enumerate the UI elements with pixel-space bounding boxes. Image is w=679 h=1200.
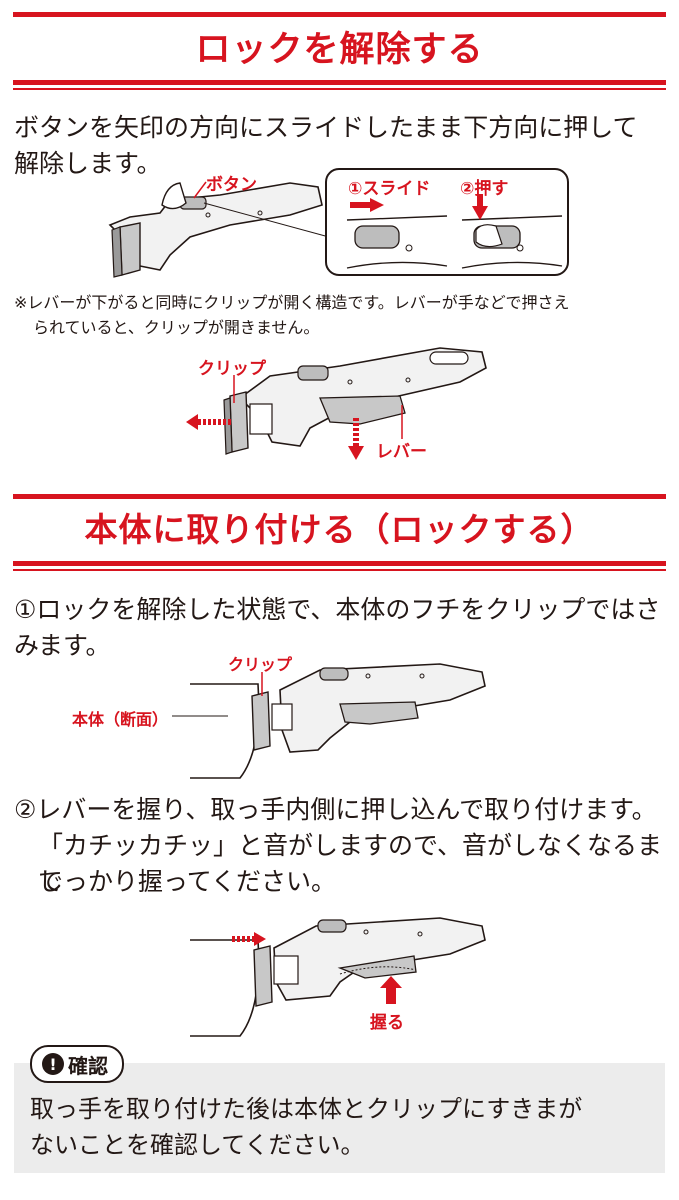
- label-clip-section2: クリップ: [228, 655, 293, 674]
- section2-bottom-rule-thick: [13, 561, 666, 566]
- clip2-pointer-line: [261, 672, 263, 696]
- label-grip: 握る: [370, 1013, 404, 1033]
- callout-box: [325, 168, 569, 276]
- handle-button-illustration: [108, 182, 341, 278]
- confirm-pill: ! 確認: [30, 1045, 124, 1083]
- step2-line2: 「カチッカチッ」と音がしますので、音がしなくなるまで: [38, 831, 663, 896]
- grip-lever-illustration: [190, 917, 486, 1037]
- section1-instruction-line2: 解除します。: [14, 149, 162, 178]
- section2-bottom-rule-thin: [13, 569, 666, 571]
- callout-push-panel: [461, 215, 563, 269]
- confirm-line1: 取っ手を取り付けた後は本体とクリップにすきまが: [30, 1095, 583, 1123]
- section1-bottom-rule-thick: [13, 80, 666, 85]
- slide-arrow-icon: [350, 198, 384, 212]
- clip-lever-illustration: [223, 347, 487, 455]
- section1-title: ロックを解除する: [195, 30, 484, 70]
- step2-line3: しっかり握ってください。: [38, 867, 337, 896]
- clip-pointer-line: [233, 375, 235, 403]
- section1-instruction-line1: ボタンを矢印の方向にスライドしたまま下方向に押して: [14, 113, 638, 142]
- step1-line1: ①ロックを解除した状態で、本体のフチをクリップではさみ: [14, 595, 661, 660]
- lever-down-arrow-icon: [348, 418, 364, 460]
- label-button: ボタン: [206, 175, 257, 195]
- grip-up-arrow-icon: [380, 976, 402, 1004]
- label-push: ②押す: [460, 179, 509, 199]
- clip-on-body-illustration: [190, 663, 486, 779]
- button-pointer-line: [193, 181, 207, 199]
- body-pointer-line: [172, 715, 228, 717]
- confirm-line2: ないことを確認してください。: [30, 1131, 365, 1159]
- section1-top-rule: [13, 12, 666, 17]
- label-slide: ①スライド: [348, 179, 431, 199]
- section1-note-line2: られていると、クリップが開きません。: [33, 318, 320, 337]
- lever-pointer-line: [401, 405, 403, 439]
- section2-top-rule: [13, 494, 666, 499]
- step1-line2: ます。: [38, 631, 111, 660]
- section1-note-line1: ※レバーが下がると同時にクリップが開く構造です。レバーが手などで押さえ: [14, 293, 570, 312]
- step2-line1: ②レバーを握り、取っ手内側に押し込んで取り付けます。: [14, 795, 657, 824]
- label-clip-section1: クリップ: [198, 359, 266, 379]
- clip-open-arrow-icon: [186, 414, 232, 430]
- push-in-arrow-icon: [232, 932, 266, 946]
- section1-bottom-rule-thin: [13, 88, 666, 90]
- label-pan-body: 本体（断面）: [72, 710, 169, 729]
- push-arrow-icon: [472, 194, 488, 220]
- confirm-label: 確認: [68, 1053, 108, 1078]
- label-lever: レバー: [376, 442, 427, 462]
- exclamation-circle-icon: !: [42, 1053, 64, 1075]
- section2-title: 本体に取り付ける（ロックする）: [84, 510, 595, 549]
- callout-slide-panel: [346, 215, 448, 269]
- confirm-box: [14, 1063, 665, 1173]
